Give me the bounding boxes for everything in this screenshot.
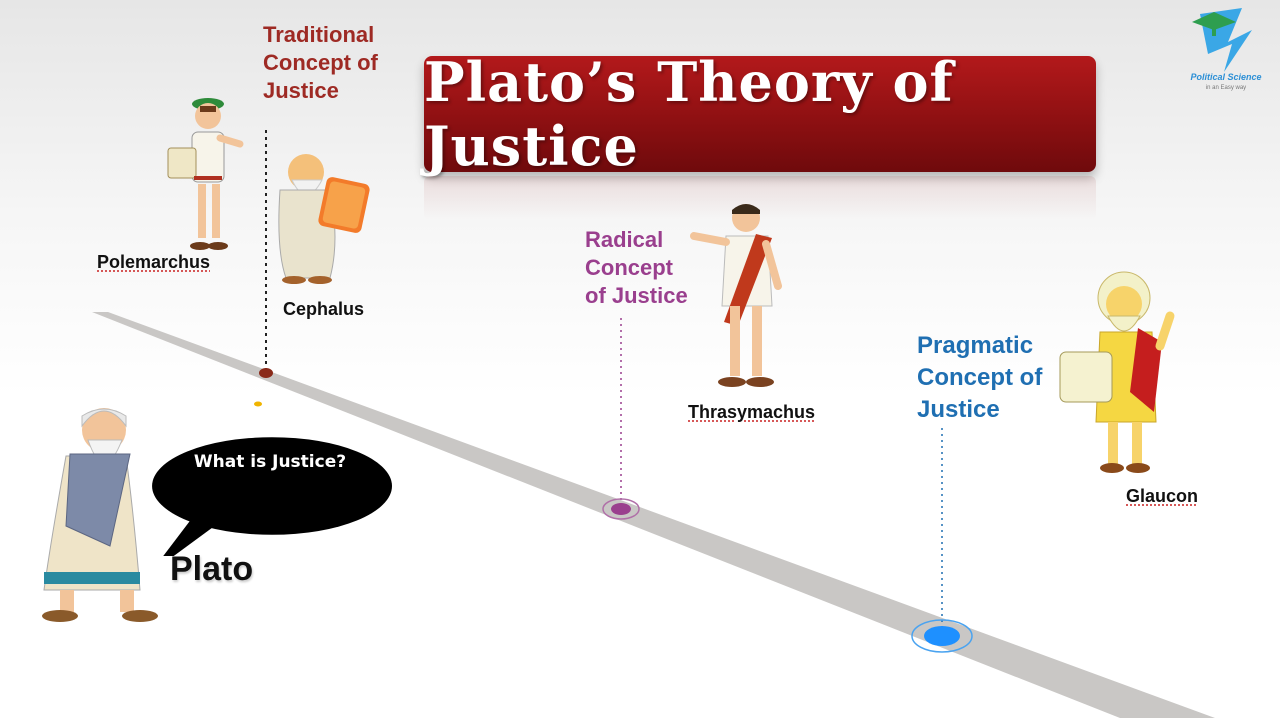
radical-heading-line-1: Radical (585, 227, 664, 252)
plato-name: Plato (170, 550, 254, 588)
traditional-heading-line-1: Traditional (263, 22, 375, 47)
traditional-marker (259, 368, 273, 378)
logo-text: Political Science (1190, 72, 1262, 82)
glaucon-name: Glaucon (1126, 486, 1199, 506)
pragmatic-heading-line-1: Pragmatic (917, 332, 1034, 359)
traditional-heading-line-3: Justice (263, 78, 339, 103)
traditional-heading-line-2: Concept of (263, 50, 378, 75)
traditional-heading: Traditional Concept of Justice (263, 21, 378, 105)
radical-marker (602, 498, 640, 520)
small-yellow-marker (254, 401, 262, 407)
political-science-logo-icon (1192, 8, 1252, 72)
plato-figure (42, 408, 158, 622)
polemarchus-figure (167, 98, 244, 250)
thrasymachus-figure (690, 204, 782, 387)
cephalus-name: Cephalus (283, 299, 365, 319)
thrasymachus-name: Thrasymachus (688, 402, 816, 422)
radical-heading-line-2: Concept (585, 255, 673, 280)
radical-heading: Radical Concept of Justice (585, 226, 688, 310)
glaucon-figure (1059, 271, 1175, 473)
pragmatic-heading-line-3: Justice (917, 396, 1000, 423)
pragmatic-marker (911, 619, 973, 653)
cephalus-figure (278, 154, 370, 284)
speech-bubble-text: What is Justice? (193, 452, 347, 472)
title-banner: Plato’s Theory of Justice (424, 50, 1096, 178)
logo-subtext: in an Easy way (1205, 85, 1247, 91)
pragmatic-heading: Pragmatic Concept of Justice (917, 330, 1042, 426)
pragmatic-heading-line-2: Concept of (917, 364, 1043, 391)
polemarchus-name: Polemarchus (97, 252, 211, 272)
radical-heading-line-3: of Justice (585, 283, 688, 308)
page-title: Plato’s Theory of Justice (424, 50, 954, 178)
speech-bubble (152, 437, 392, 556)
